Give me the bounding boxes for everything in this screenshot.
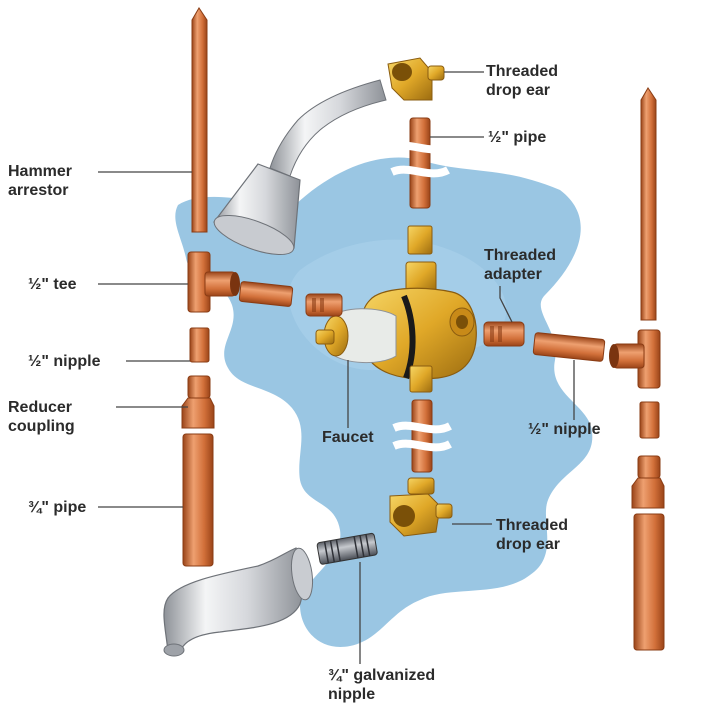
label-hammer-arrestor-line2: arrestor <box>8 182 69 199</box>
upper-brass-nipple <box>407 225 433 255</box>
label-three-quarter-pipe: ¾" pipe <box>28 499 87 516</box>
faucet-valve-body <box>315 261 477 380</box>
label-threaded-drop-ear-bottom: Threaded drop ear <box>496 516 568 554</box>
right-reducer-coupling <box>631 455 665 509</box>
three-quarter-inch-pipe <box>182 433 214 567</box>
tub-spout <box>163 547 314 657</box>
label-half-pipe: ½" pipe <box>488 129 547 146</box>
top-threaded-drop-ear <box>387 57 445 101</box>
label-hammer-arrestor: Hammer arrestor <box>8 162 72 200</box>
left-threaded-adapter <box>305 293 343 317</box>
label-drop-ear-bottom-line2: drop ear <box>496 536 561 553</box>
label-galvanized-nipple-line2: nipple <box>328 686 376 703</box>
label-half-nipple-left: ½" nipple <box>28 353 101 370</box>
hammer-arrestor-pipe <box>191 7 208 233</box>
right-three-quarter-pipe <box>633 513 665 651</box>
half-inch-tee-fitting <box>187 251 240 313</box>
lower-half-inch-pipe <box>392 399 452 473</box>
label-hammer-arrestor-line1: Hammer <box>8 163 73 180</box>
right-threaded-adapter <box>483 321 525 347</box>
label-threaded-drop-ear-top: Threaded drop ear <box>486 62 558 100</box>
right-tee-fitting <box>609 329 661 389</box>
label-reducer-coupling-line2: coupling <box>8 418 75 435</box>
galvanized-nipple <box>316 532 378 565</box>
label-threaded-adapter-line2: adapter <box>484 266 542 283</box>
label-threaded-adapter-line1: Threaded <box>484 247 557 264</box>
label-half-nipple-right: ½" nipple <box>528 421 601 438</box>
label-drop-ear-bottom-line1: Threaded <box>496 517 569 534</box>
right-horizontal-nipple <box>532 332 606 362</box>
label-half-tee: ½" tee <box>28 276 77 293</box>
leader-threaded-adapter <box>499 286 513 323</box>
label-galvanized-nipple-line1: ¾" galvanized <box>328 667 436 684</box>
center-half-inch-pipe <box>390 117 450 209</box>
right-hammer-arrestor-pipe <box>640 87 657 321</box>
label-drop-ear-top-line1: Threaded <box>486 63 559 80</box>
bottom-threaded-drop-ear <box>389 477 453 537</box>
label-drop-ear-top-line2: drop ear <box>486 82 551 99</box>
lower-brass-nipple <box>409 365 433 393</box>
shower-head <box>213 79 387 255</box>
left-half-inch-nipple <box>189 327 210 363</box>
label-reducer-coupling-line1: Reducer <box>8 399 73 416</box>
left-horizontal-pipe <box>238 281 294 307</box>
label-galvanized-nipple: ¾" galvanized nipple <box>328 666 435 704</box>
label-faucet: Faucet <box>322 429 374 446</box>
label-reducer-coupling: Reducer coupling <box>8 398 75 436</box>
right-vertical-nipple <box>639 401 660 439</box>
label-threaded-adapter: Threaded adapter <box>484 246 556 284</box>
reducer-coupling-fitting <box>181 375 215 429</box>
